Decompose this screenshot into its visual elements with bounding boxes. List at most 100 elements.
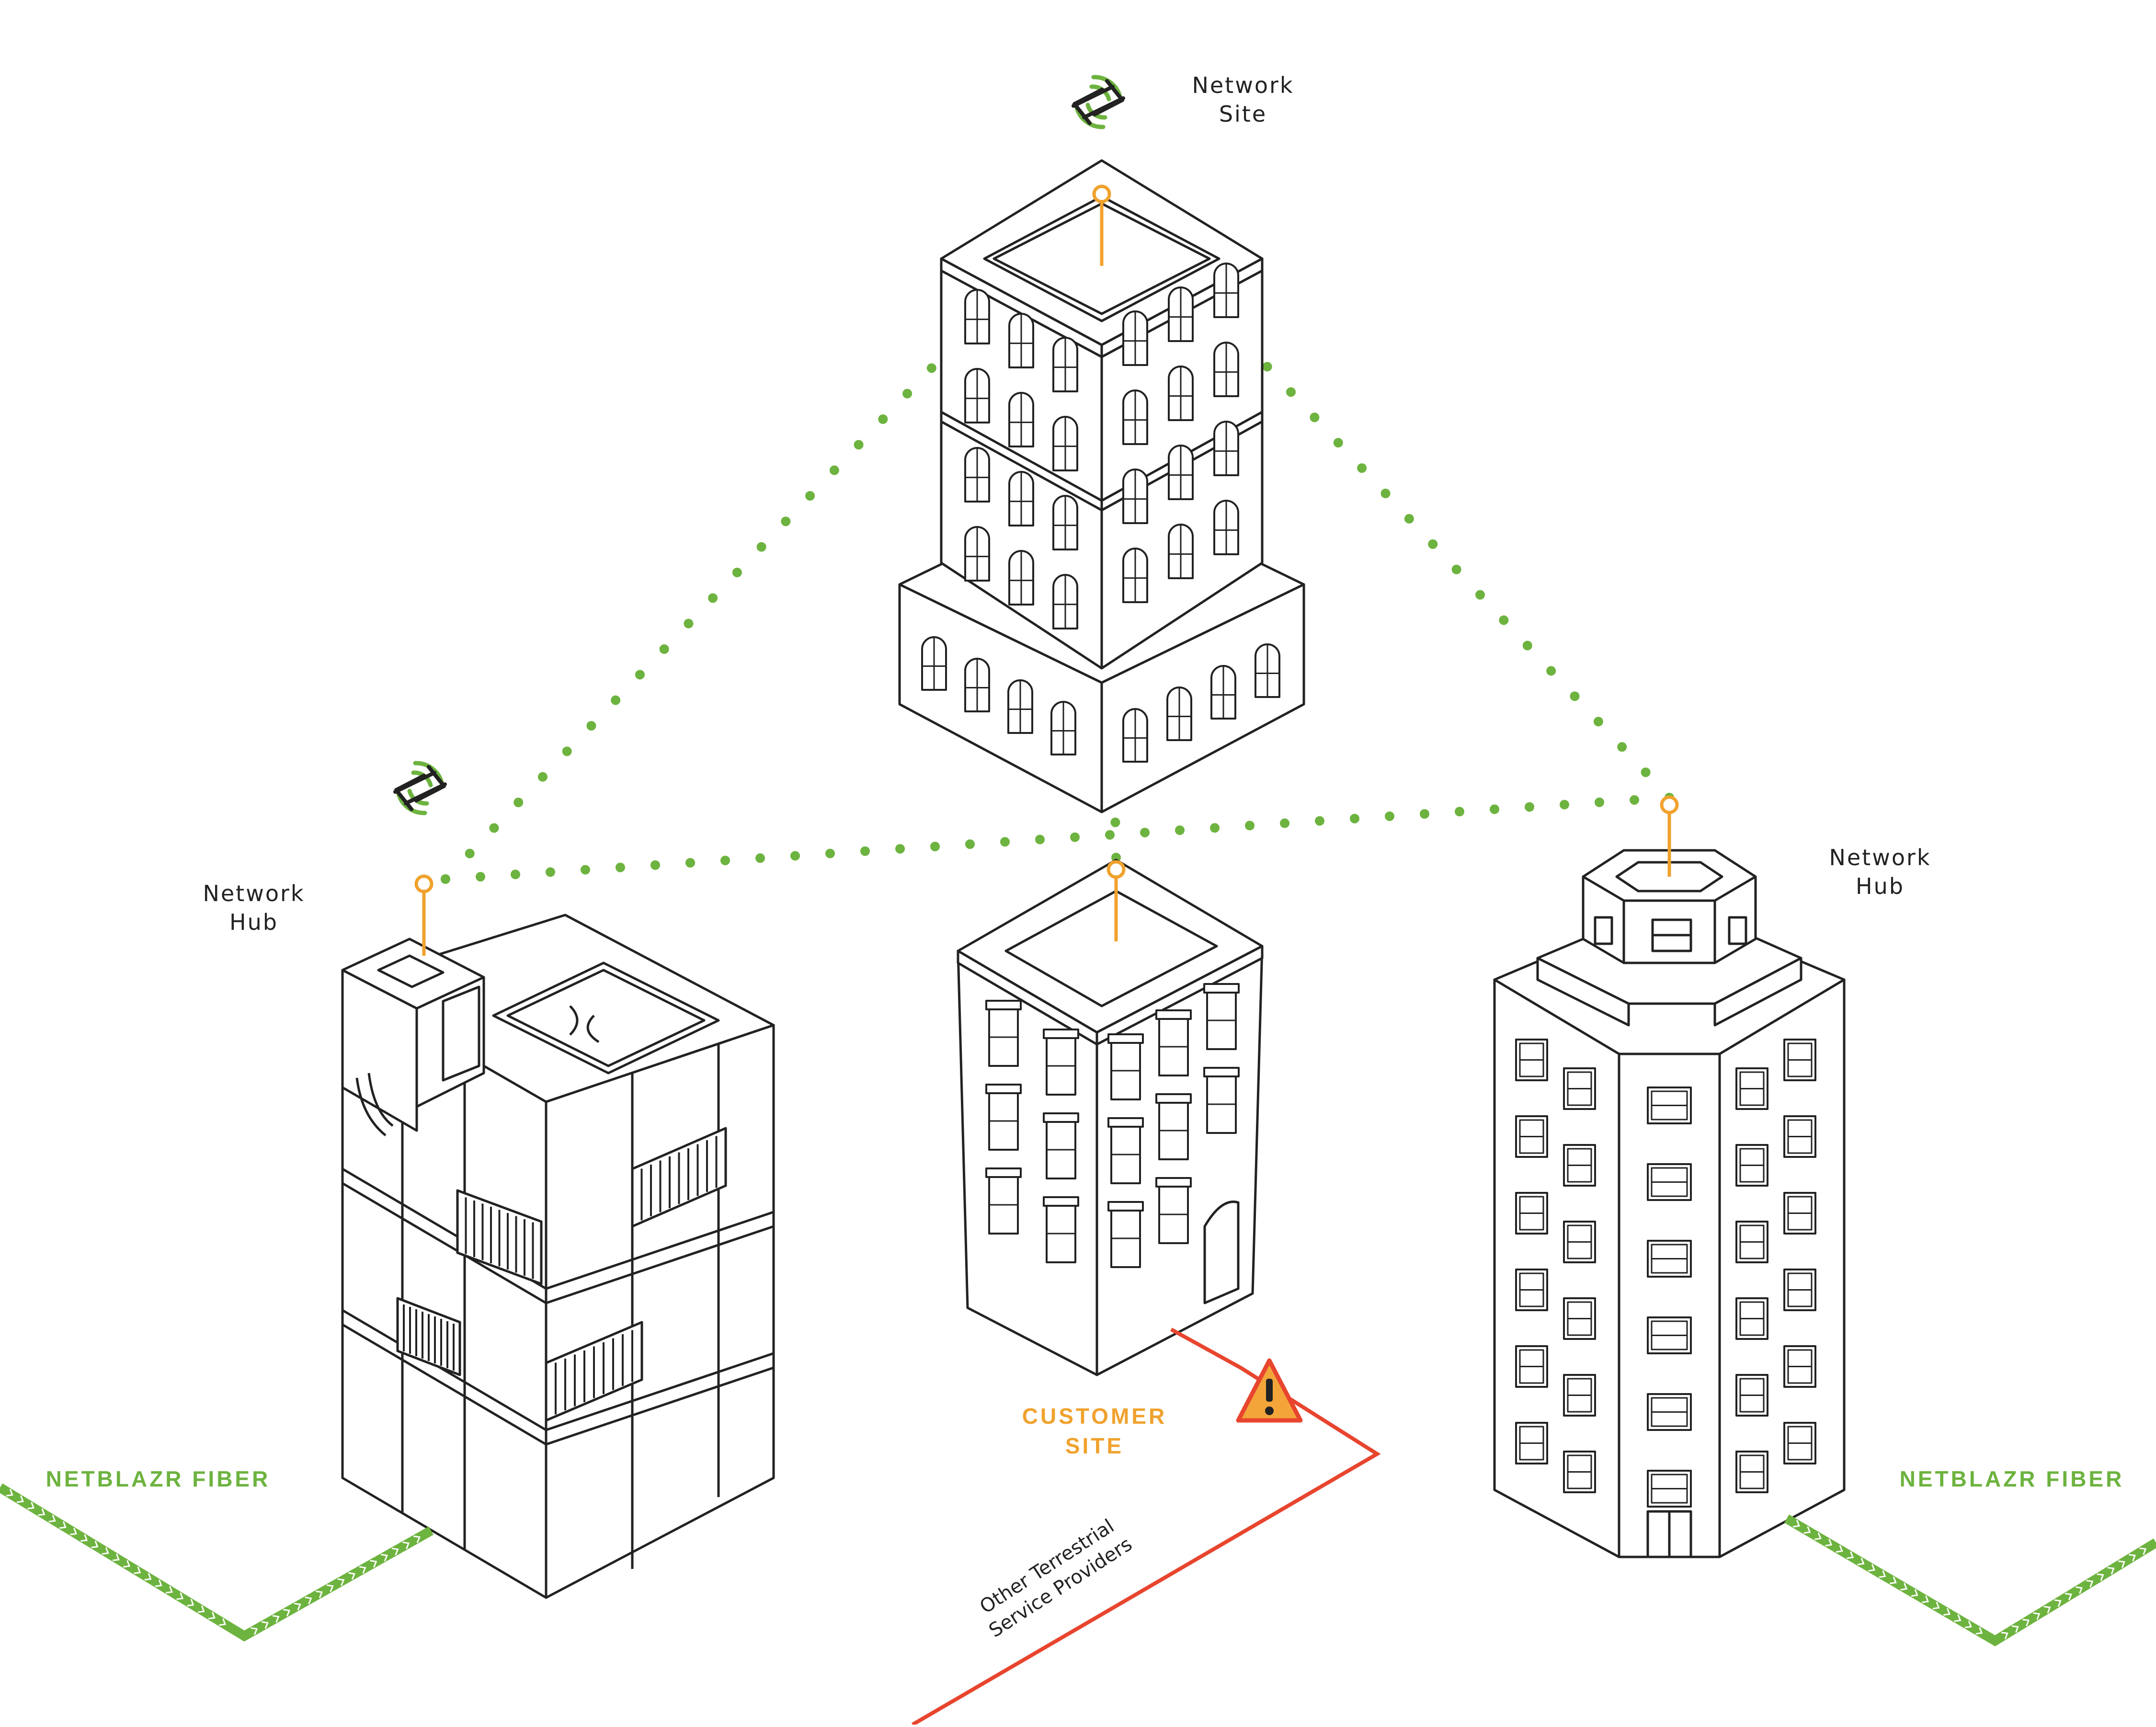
link-dot <box>732 568 742 577</box>
fiber-chevron <box>1975 1627 1983 1635</box>
link-dot <box>1570 691 1580 701</box>
fiber-chevron <box>337 1578 345 1586</box>
link-dot <box>1455 807 1464 817</box>
link-dot <box>1560 800 1569 810</box>
link-dot <box>1357 463 1367 473</box>
fiber-chevron <box>261 1621 269 1629</box>
fiber-chevron <box>1792 1520 1800 1528</box>
customer-windows <box>985 983 1240 1268</box>
window-lintel <box>1155 1093 1192 1104</box>
link-dot <box>489 823 499 833</box>
link-dot <box>756 542 766 552</box>
balcony <box>456 1189 543 1285</box>
fiber-chevron <box>2043 1606 2051 1613</box>
link-dot <box>1000 837 1010 847</box>
fiber-chevron <box>1954 1614 1962 1622</box>
network-site-building <box>898 159 1305 813</box>
customer-site-label: CUSTOMER SITE <box>1022 1404 1167 1458</box>
fiber-chevron <box>1900 1583 1908 1590</box>
link-dot <box>611 695 621 705</box>
fiber-chevron <box>1825 1539 1833 1546</box>
fiber-chevron <box>155 1579 162 1587</box>
balcony <box>396 1297 461 1376</box>
fiber-chevron <box>1868 1564 1875 1572</box>
wireless-signal-icon <box>1072 75 1125 129</box>
link-dot <box>511 869 520 880</box>
fiber-chevron <box>91 1541 99 1548</box>
fiber-chevron <box>16 1495 24 1503</box>
netblazr-fiber-lines <box>0 1483 2156 1647</box>
link-dot <box>546 867 555 877</box>
fiber-chevron <box>2001 1632 2008 1639</box>
link-dot <box>1595 797 1604 807</box>
link-dot <box>1140 827 1150 837</box>
link-dot <box>581 865 590 875</box>
fiber-chevron <box>2076 1586 2083 1594</box>
fiber-chevron <box>391 1547 399 1555</box>
fiber-chevron <box>80 1534 88 1542</box>
link-dot <box>895 844 905 854</box>
fiber-chevron <box>176 1592 184 1600</box>
fiber-chevron <box>1847 1551 1854 1559</box>
link-dot <box>829 465 839 475</box>
link-dot <box>537 772 548 782</box>
fiber-chevron <box>370 1560 377 1568</box>
link-dot <box>781 516 791 526</box>
link-dot <box>1035 835 1045 845</box>
fiber-chevron <box>2107 1567 2115 1575</box>
fiber-chevron <box>326 1584 334 1592</box>
link-dot <box>1420 809 1429 819</box>
fiber-chevron <box>187 1599 194 1607</box>
link-dot <box>1641 767 1651 778</box>
window-lintel <box>1107 1033 1144 1044</box>
link-dot <box>1475 590 1485 600</box>
fiber-chevron <box>413 1535 421 1544</box>
balcony <box>631 1127 727 1228</box>
network-hub-right-label: Network Hub <box>1829 845 1931 899</box>
fiber-chevron <box>2054 1599 2062 1607</box>
fiber-chevron <box>1922 1595 1929 1603</box>
link-dot <box>1110 817 1120 827</box>
fiber-chevron <box>402 1541 410 1549</box>
window-lintel <box>1203 1067 1240 1077</box>
link-dot <box>1350 813 1359 823</box>
link-dot <box>1593 717 1603 727</box>
other-providers-line <box>911 1327 1381 1727</box>
link-dot <box>1333 438 1343 448</box>
link-dot <box>1499 615 1509 625</box>
warning-triangle-icon <box>1236 1358 1303 1423</box>
link-dot <box>1546 666 1556 676</box>
fiber-chevron <box>6 1489 13 1497</box>
fiber-chevron <box>219 1618 227 1626</box>
link-dot <box>1404 514 1414 524</box>
fiber-chevron <box>1836 1545 1843 1553</box>
fiber-chevron <box>380 1554 388 1562</box>
window-lintel <box>1107 1201 1144 1212</box>
link-dot <box>1070 832 1080 842</box>
fiber-chevron <box>197 1605 205 1613</box>
link-dot <box>1315 816 1324 826</box>
link-dot <box>586 721 596 731</box>
link-dot <box>1280 818 1289 828</box>
fiber-chevron <box>134 1567 141 1574</box>
link-dot <box>1105 830 1115 840</box>
link-dot <box>685 858 695 868</box>
fiber-chevron <box>48 1515 56 1522</box>
link-dot <box>1245 821 1255 831</box>
link-dot <box>1310 412 1320 423</box>
fiber-chevron <box>144 1573 152 1581</box>
fiber-chevron <box>1814 1532 1822 1540</box>
link-dot <box>441 874 450 884</box>
link-dot <box>1525 802 1534 812</box>
window-lintel <box>1043 1112 1079 1123</box>
window-lintel <box>1043 1196 1079 1207</box>
link-dot <box>930 842 940 851</box>
link-dot <box>805 491 815 501</box>
link-dot <box>878 414 888 424</box>
network-hub-left-building <box>341 914 775 1599</box>
window-lintel <box>1107 1117 1144 1128</box>
fiber-chevron <box>38 1508 46 1516</box>
fiber-chevron <box>1943 1608 1951 1616</box>
